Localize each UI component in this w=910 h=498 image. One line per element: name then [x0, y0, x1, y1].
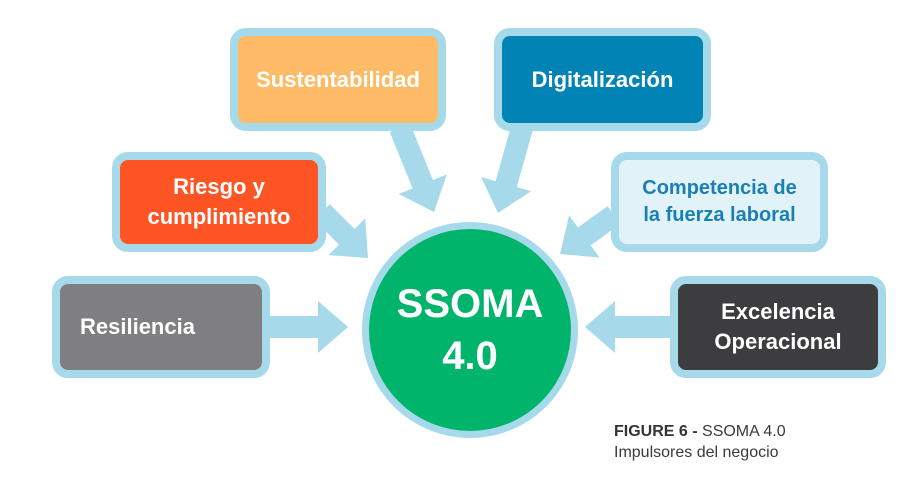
arrow-resiliencia	[268, 301, 348, 353]
driver-box-resiliencia: Resiliencia	[52, 276, 270, 378]
caption-subtitle: Impulsores del negocio	[614, 443, 779, 461]
driver-label: Riesgo y	[173, 174, 265, 200]
caption-title: SSOMA 4.0	[702, 423, 786, 440]
driver-box-sustentabilidad: Sustentabilidad	[230, 28, 446, 131]
caption-label: FIGURE 6 -	[614, 423, 698, 440]
driver-label: Sustentabilidad	[256, 66, 420, 92]
arrow-riesgo	[314, 204, 368, 258]
driver-label: cumplimiento	[147, 204, 291, 229]
driver-box-riesgo: Riesgo y cumplimiento	[112, 152, 326, 252]
driver-label: Resiliencia	[80, 314, 195, 340]
driver-box-digitalizacion: Digitalización	[494, 28, 711, 131]
arrow-sustentabilidad	[389, 123, 447, 212]
arrow-competencia	[560, 206, 621, 258]
driver-label: Digitalización	[531, 66, 674, 92]
driver-label: Competencia de	[642, 177, 797, 199]
driver-label: Operacional	[714, 329, 842, 354]
center-version: 4.0	[442, 334, 498, 378]
arrow-digitalizacion	[481, 125, 533, 213]
arrow-excelencia	[585, 301, 672, 353]
center-circle: SSOMA 4.0	[362, 222, 578, 438]
driver-label: Excelencia	[721, 299, 835, 325]
driver-label: la fuerza laboral	[643, 204, 796, 226]
center-title: SSOMA	[396, 282, 544, 326]
figure-caption: FIGURE 6 - SSOMA 4.0 Impulsores del nego…	[614, 422, 786, 464]
driver-box-competencia: Competencia de la fuerza laboral	[611, 152, 828, 252]
